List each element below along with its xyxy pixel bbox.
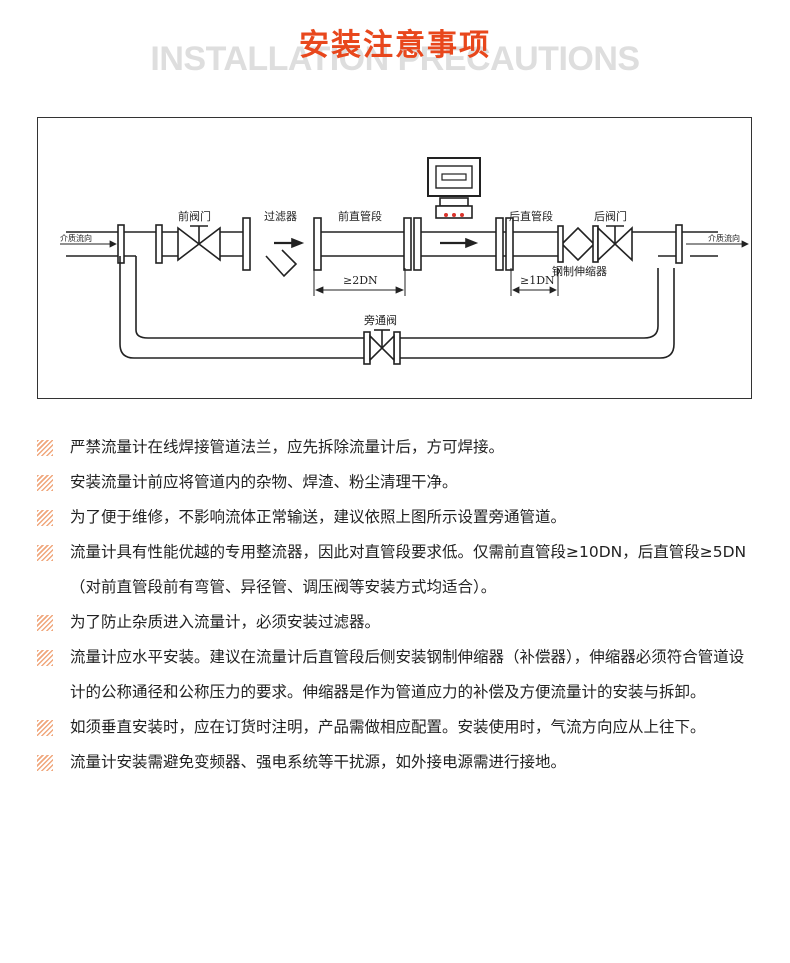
outlet-pipe — [678, 231, 718, 257]
dimension-1dn-label: ≥1DN — [520, 274, 555, 287]
filter-flange-in — [242, 217, 251, 271]
hatched-bullet-icon — [37, 755, 53, 771]
page-title: 安装注意事项 — [299, 28, 491, 63]
note-text: 流量计具有性能优越的专用整流器，因此对直管段要求低。仅需前直管段≥10DN，后直… — [70, 543, 747, 596]
page-subtitle: INSTALLATION PRECAUTIONS — [150, 40, 640, 78]
flow-direction-out-label: 介质流向 — [708, 234, 740, 243]
hatched-bullet-icon — [37, 475, 53, 491]
front-valve-label: 前阀门 — [178, 210, 211, 223]
precautions-list: 严禁流量计在线焊接管道法兰，应先拆除流量计后，方可焊接。 安装流量计前应将管道内… — [37, 430, 757, 780]
list-item: 流量计应水平安装。建议在流量计后直管段后侧安装钢制伸缩器（补偿器），伸缩器必须符… — [37, 640, 757, 710]
note-text: 为了便于维修，不影响流体正常输送，建议依照上图所示设置旁通管道。 — [70, 508, 567, 526]
list-item: 为了防止杂质进入流量计，必须安装过滤器。 — [37, 605, 757, 640]
hatched-bullet-icon — [37, 720, 53, 736]
dimension-2dn-label: ≥2DN — [343, 274, 378, 287]
meter-flange-out — [495, 217, 504, 271]
expander-label: 钢制伸缩器 — [552, 265, 607, 278]
list-item: 为了便于维修，不影响流体正常输送，建议依照上图所示设置旁通管道。 — [37, 500, 757, 535]
hatched-bullet-icon — [37, 615, 53, 631]
flow-direction-in-label: 介质流向 — [60, 234, 92, 243]
installation-diagram: 介质流向 介质流向 前阀门 过滤器 前直管段 后直管段 后阀门 钢制伸缩器 ≥2… — [37, 117, 752, 399]
note-text: 安装流量计前应将管道内的杂物、焊渣、粉尘清理干净。 — [70, 473, 458, 491]
note-text: 如须垂直安装时，应在订货时注明，产品需做相应配置。安装使用时，气流方向应从上往下… — [70, 718, 706, 736]
page-header: INSTALLATION PRECAUTIONS 安装注意事项 — [0, 0, 790, 90]
note-text: 严禁流量计在线焊接管道法兰，应先拆除流量计后，方可焊接。 — [70, 438, 505, 456]
hatched-bullet-icon — [37, 545, 53, 561]
list-item: 流量计安装需避免变频器、强电系统等干扰源，如外接电源需进行接地。 — [37, 745, 757, 780]
steel-expander — [560, 226, 596, 262]
rear-straight-label: 后直管段 — [509, 210, 553, 223]
filter-basket — [265, 249, 298, 278]
outlet-flange — [675, 224, 683, 264]
front-straight-pipe — [319, 231, 405, 257]
inlet-flange — [117, 224, 125, 264]
filter-flange-out — [313, 217, 322, 271]
note-text: 流量计安装需避免变频器、强电系统等干扰源，如外接电源需进行接地。 — [70, 753, 567, 771]
list-item: 安装流量计前应将管道内的杂物、焊渣、粉尘清理干净。 — [37, 465, 757, 500]
rear-valve-label: 后阀门 — [594, 210, 627, 223]
list-item: 严禁流量计在线焊接管道法兰，应先拆除流量计后，方可焊接。 — [37, 430, 757, 465]
filter-label: 过滤器 — [264, 210, 297, 223]
note-text: 为了防止杂质进入流量计，必须安装过滤器。 — [70, 613, 381, 631]
rear-straight-pipe — [511, 231, 562, 257]
hatched-bullet-icon — [37, 650, 53, 666]
bypass-pipe-right — [400, 268, 675, 359]
list-item: 如须垂直安装时，应在订货时注明，产品需做相应配置。安装使用时，气流方向应从上往下… — [37, 710, 757, 745]
bypass-valve-label: 旁通阀 — [364, 314, 397, 327]
pipeline-drawing — [60, 157, 749, 365]
hatched-bullet-icon — [37, 440, 53, 456]
pipe-valve-to-filter — [220, 231, 245, 257]
front-straight-label: 前直管段 — [338, 210, 382, 223]
meter-flange-in — [403, 217, 412, 271]
note-text: 流量计应水平安装。建议在流量计后直管段后侧安装钢制伸缩器（补偿器），伸缩器必须符… — [70, 648, 745, 701]
bypass-pipe-left — [119, 256, 364, 359]
inlet-pipe — [66, 231, 120, 257]
hatched-bullet-icon — [37, 510, 53, 526]
list-item: 流量计具有性能优越的专用整流器，因此对直管段要求低。仅需前直管段≥10DN，后直… — [37, 535, 757, 605]
